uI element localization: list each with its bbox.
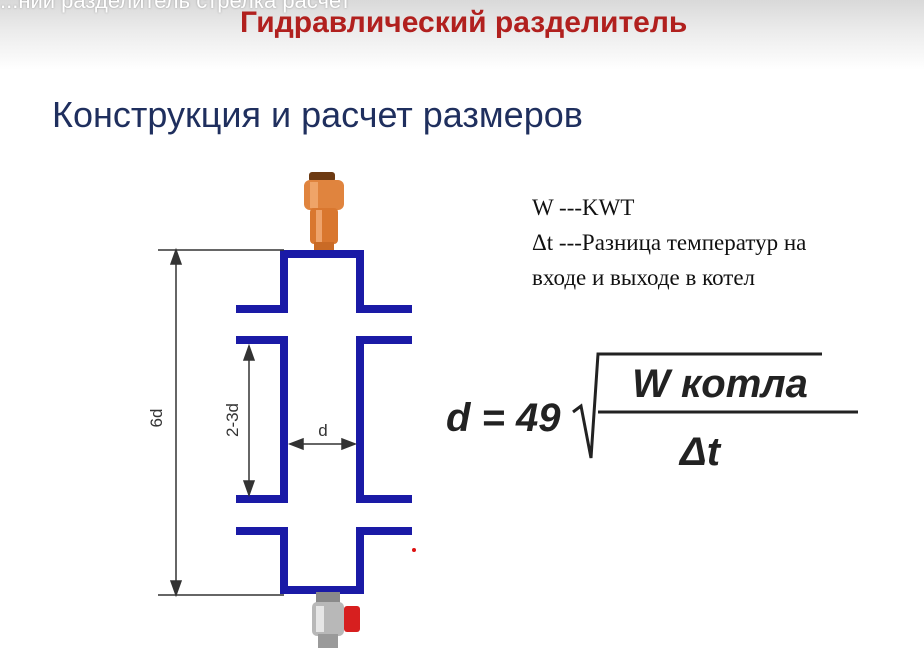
legend-line-w: W ---KWT xyxy=(532,195,635,220)
legend-line-dt-cont: входе и выходе в котел xyxy=(532,265,756,290)
label-2-3d: 2-3d xyxy=(223,403,242,437)
legend: W ---KWT Δt ---Разница температур на вхо… xyxy=(532,190,806,295)
dimension-2-3d xyxy=(242,343,256,498)
formula: d = 49 W котла Δt xyxy=(446,352,858,474)
radical-sign xyxy=(572,352,822,459)
slide-title: Гидравлический разделитель xyxy=(240,6,688,39)
video-overlay-caption: ...ний разделитель стрелка расчет xyxy=(0,0,351,13)
formula-denominator: Δt xyxy=(678,430,722,474)
legend-line-dt: Δt ---Разница температур на xyxy=(532,230,807,255)
pipe-left-top xyxy=(236,250,412,313)
air-vent-valve-icon xyxy=(304,172,344,256)
separator-pipe xyxy=(236,250,412,594)
dimension-6d xyxy=(158,247,284,598)
formula-numerator: W котла xyxy=(632,362,808,406)
pipe-right-mid xyxy=(356,336,412,503)
top-banner xyxy=(0,0,924,70)
pipe-left-mid xyxy=(236,336,288,503)
label-d: d xyxy=(318,421,327,440)
label-6d: 6d xyxy=(147,409,166,428)
drain-valve-icon xyxy=(312,592,360,648)
marker-dot xyxy=(412,548,416,552)
slide-subtitle: Конструкция и расчет размеров xyxy=(52,94,583,135)
pipe-bottom xyxy=(236,527,412,594)
formula-lhs: d = 49 xyxy=(446,396,561,440)
dimension-d xyxy=(287,437,358,451)
